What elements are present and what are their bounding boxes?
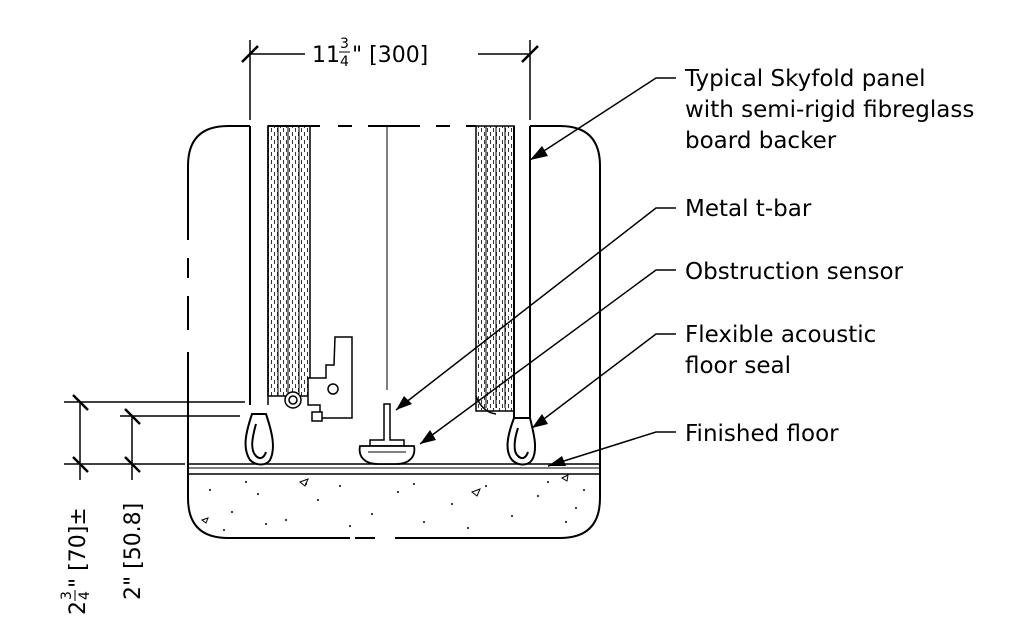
arrow-floor xyxy=(548,456,566,466)
leader-tbar xyxy=(395,207,676,411)
callout-floor: Finished floor xyxy=(685,421,839,447)
callout-tbar: Metal t-bar xyxy=(685,196,812,222)
height-dimension-sensor xyxy=(120,408,240,480)
callout-panel-line-1: Typical Skyfold panel xyxy=(684,66,926,92)
leader-seal xyxy=(531,333,676,429)
width-dim-den: 4 xyxy=(340,54,349,70)
arrow-tbar xyxy=(396,396,412,410)
height-total-whole: 2 xyxy=(66,601,91,615)
leader-panel xyxy=(529,77,676,161)
left-floor-seal xyxy=(244,413,274,466)
callout-seal-line-2: floor seal xyxy=(685,353,791,379)
height-sensor-label: 2" [50.8] xyxy=(121,503,146,600)
left-skyfold-panel xyxy=(249,125,311,405)
callout-panel-line-2: with semi-rigid fibreglass xyxy=(685,97,974,123)
height-dimension-total xyxy=(64,394,245,480)
width-dimension xyxy=(241,40,539,120)
arrow-panel xyxy=(530,146,548,160)
callout-labels: Typical Skyfold panel with semi-rigid fi… xyxy=(684,66,974,447)
width-dimension-text: 11 3 4 " [300] xyxy=(312,36,428,70)
height-total-rest: " [70]± xyxy=(66,507,91,588)
callout-seal-line-1: Flexible acoustic xyxy=(685,322,876,348)
leader-lines xyxy=(395,77,676,467)
leader-arrowheads xyxy=(396,146,566,466)
floor-slab xyxy=(188,463,600,531)
height-total-text: 2 3 4 " [70]± xyxy=(59,507,93,615)
width-dim-num: 3 xyxy=(340,36,349,52)
callout-panel-line-3: board backer xyxy=(685,128,837,154)
right-skyfold-panel xyxy=(475,125,531,418)
arrow-sensor xyxy=(420,430,436,444)
width-dim-whole: 11 xyxy=(312,43,340,68)
metal-tbar xyxy=(369,126,405,447)
right-floor-seal xyxy=(506,417,537,466)
height-sensor-text: 2" [50.8] xyxy=(121,503,146,600)
obstruction-sensor xyxy=(358,445,416,465)
sensor-bracket xyxy=(284,336,353,422)
height-total-den: 4 xyxy=(77,591,93,600)
leader-sensor xyxy=(419,269,676,445)
height-total-num: 3 xyxy=(59,591,75,600)
leader-floor xyxy=(547,431,676,467)
callout-sensor: Obstruction sensor xyxy=(685,259,904,285)
width-dim-rest: " [300] xyxy=(352,43,428,68)
arrow-seal xyxy=(532,414,548,428)
